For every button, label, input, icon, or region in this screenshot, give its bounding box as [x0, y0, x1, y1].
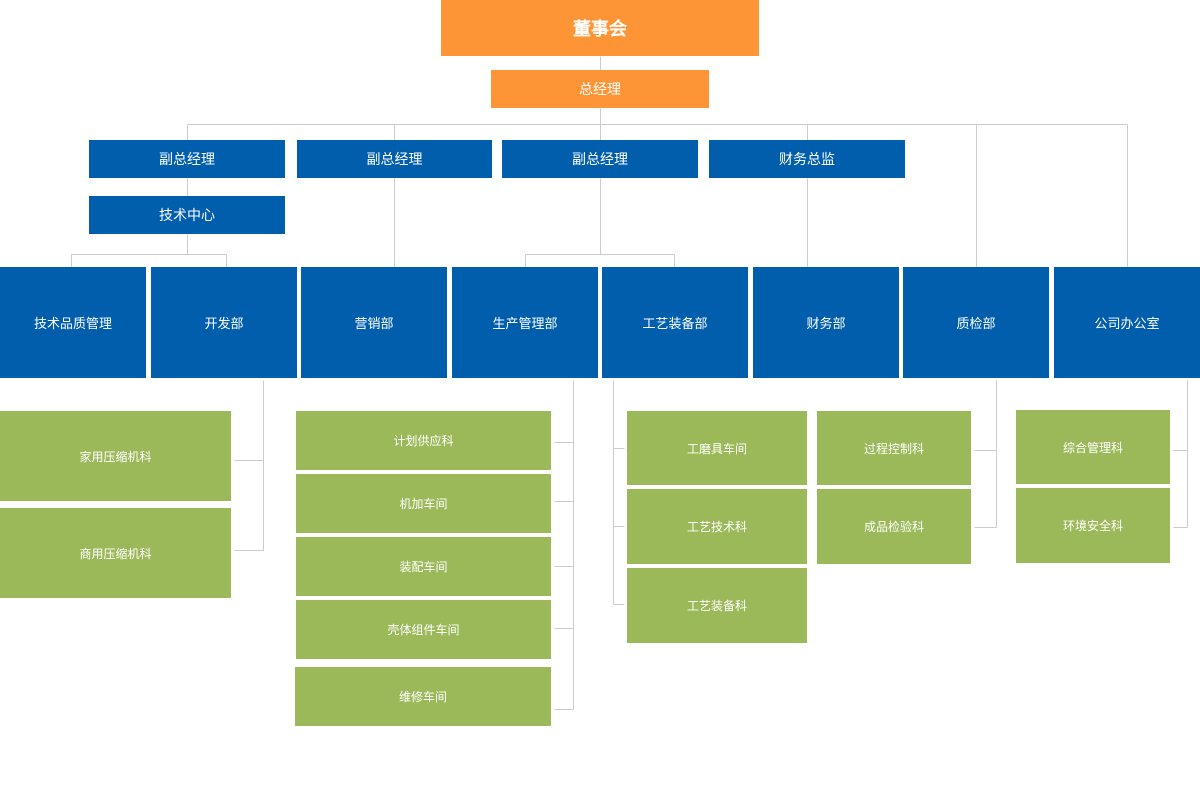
dept-development: 开发部 [151, 267, 297, 378]
general-manager-box: 总经理 [491, 70, 709, 108]
unit-process-technology: 工艺技术科 [627, 489, 807, 564]
tech-center-box: 技术中心 [89, 196, 285, 234]
dept-marketing: 营销部 [301, 267, 447, 378]
unit-tooling-workshop: 工磨具车间 [627, 411, 807, 485]
unit-general-management: 综合管理科 [1016, 410, 1170, 484]
unit-final-inspection: 成品检验科 [817, 489, 971, 564]
unit-planning-supply: 计划供应科 [296, 411, 551, 470]
dept-tech-quality: 技术品质管理 [0, 267, 146, 378]
dept-quality-inspection: 质检部 [903, 267, 1049, 378]
executive-box-3: 副总经理 [502, 140, 698, 178]
unit-machining-workshop: 机加车间 [296, 474, 551, 533]
finance-director-box: 财务总监 [709, 140, 905, 178]
unit-household-compressor: 家用压缩机科 [0, 411, 231, 501]
executive-box-1: 副总经理 [89, 140, 285, 178]
dept-process-equipment: 工艺装备部 [602, 267, 748, 378]
unit-process-control: 过程控制科 [817, 411, 971, 485]
dept-company-office: 公司办公室 [1054, 267, 1200, 378]
unit-process-equipment: 工艺装备科 [627, 568, 807, 643]
board-box: 董事会 [441, 0, 759, 56]
unit-maintenance-workshop: 维修车间 [295, 667, 551, 726]
unit-shell-assembly-workshop: 壳体组件车间 [296, 600, 551, 659]
executive-box-2: 副总经理 [297, 140, 492, 178]
unit-environment-safety: 环境安全科 [1016, 488, 1170, 563]
dept-finance: 财务部 [753, 267, 899, 378]
unit-assembly-workshop: 装配车间 [296, 537, 551, 596]
unit-commercial-compressor: 商用压缩机科 [0, 508, 231, 598]
dept-production: 生产管理部 [452, 267, 598, 378]
